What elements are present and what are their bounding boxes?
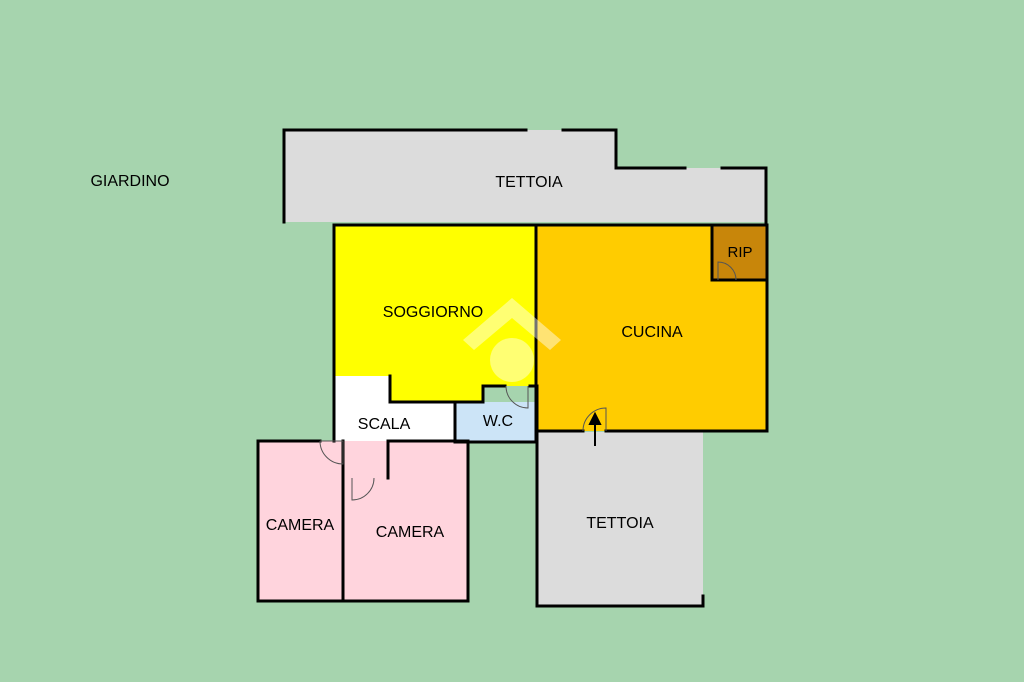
wall-ripostiglio	[710, 223, 769, 282]
camera-right-area	[343, 441, 468, 601]
door-cucina	[582, 407, 607, 432]
walls	[256, 128, 769, 608]
watermark-logo-icon	[463, 298, 561, 382]
label-camera-right: CAMERA	[376, 524, 445, 541]
wall-scala	[386, 439, 470, 603]
label-wc: W.C	[483, 413, 513, 430]
label-camera-left: CAMERA	[266, 517, 335, 534]
soggiorno-area	[334, 225, 536, 402]
ripostiglio-area	[712, 225, 767, 280]
wall-wc	[453, 384, 538, 444]
tettoia-bottom-area	[537, 432, 703, 606]
door-camera-right	[351, 477, 375, 501]
label-tettoia-top: TETTOIA	[495, 174, 563, 191]
door-wc	[505, 385, 529, 409]
entrance-arrow-icon	[588, 411, 602, 446]
door-ripostiglio	[717, 261, 737, 281]
cucina-area	[537, 225, 767, 431]
label-tettoia-bottom: TETTOIA	[586, 515, 654, 532]
door-camera-left	[319, 440, 344, 465]
label-giardino: GIARDINO	[90, 173, 169, 190]
label-rip: RIP	[727, 244, 752, 261]
wall-tettoia-bottom	[535, 429, 705, 608]
label-cucina: CUCINA	[621, 324, 683, 341]
wc-area	[455, 402, 536, 442]
tettoia-top-area	[284, 130, 766, 222]
label-scala: SCALA	[358, 416, 411, 433]
camera-left-area	[258, 441, 343, 601]
wall-camera	[256, 439, 470, 603]
wall-tettoia-top	[282, 128, 768, 224]
label-soggiorno: SOGGIORNO	[383, 304, 483, 321]
doors	[319, 261, 737, 501]
